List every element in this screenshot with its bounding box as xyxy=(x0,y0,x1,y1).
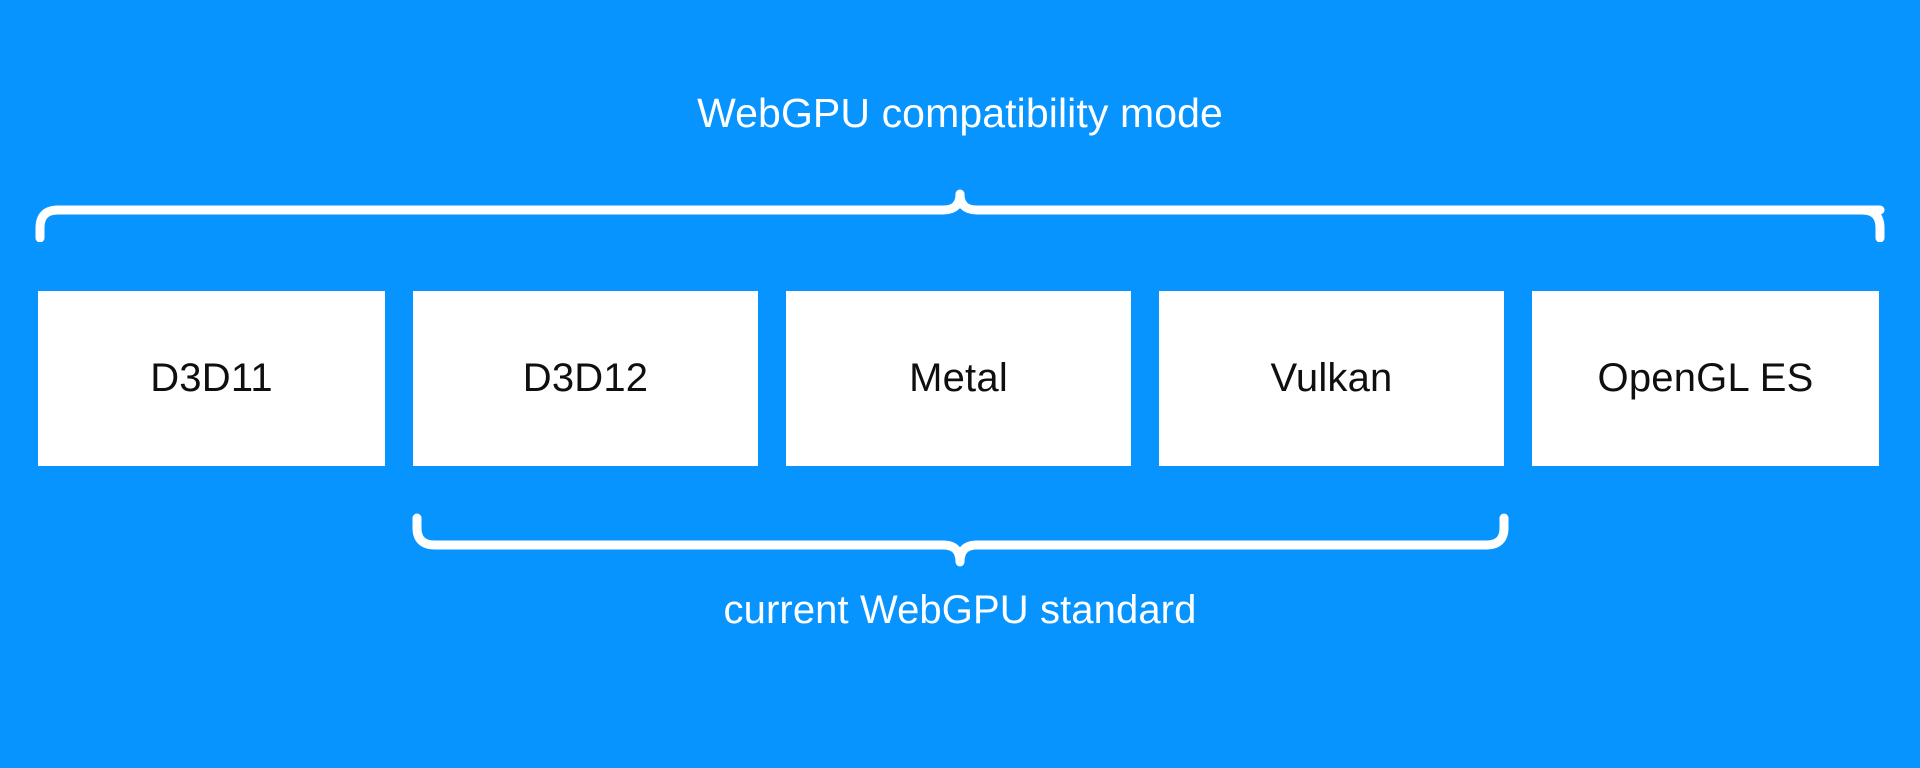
compatibility-mode-label: WebGPU compatibility mode xyxy=(697,90,1223,136)
platform-box-vulkan[interactable]: Vulkan xyxy=(1159,291,1504,466)
current-standard-brace xyxy=(412,513,1509,567)
platform-box-d3d12[interactable]: D3D12 xyxy=(413,291,758,466)
brace-bottom-path xyxy=(412,513,1509,567)
platform-label: Metal xyxy=(909,356,1008,400)
platform-box-row: D3D11 D3D12 Metal Vulkan OpenGL ES xyxy=(38,291,1882,466)
platform-box-metal[interactable]: Metal xyxy=(786,291,1131,466)
compatibility-mode-brace xyxy=(35,189,1885,242)
platform-label: D3D11 xyxy=(150,356,273,400)
platform-label: D3D12 xyxy=(522,356,649,400)
platform-box-opengl-es[interactable]: OpenGL ES xyxy=(1532,291,1879,466)
brace-top-right-tip xyxy=(1857,205,1885,242)
platform-box-d3d11[interactable]: D3D11 xyxy=(38,291,385,466)
platform-label: Vulkan xyxy=(1270,356,1393,400)
brace-top-path xyxy=(35,189,1885,242)
platform-label: OpenGL ES xyxy=(1597,356,1814,400)
current-standard-label: current WebGPU standard xyxy=(723,588,1197,632)
